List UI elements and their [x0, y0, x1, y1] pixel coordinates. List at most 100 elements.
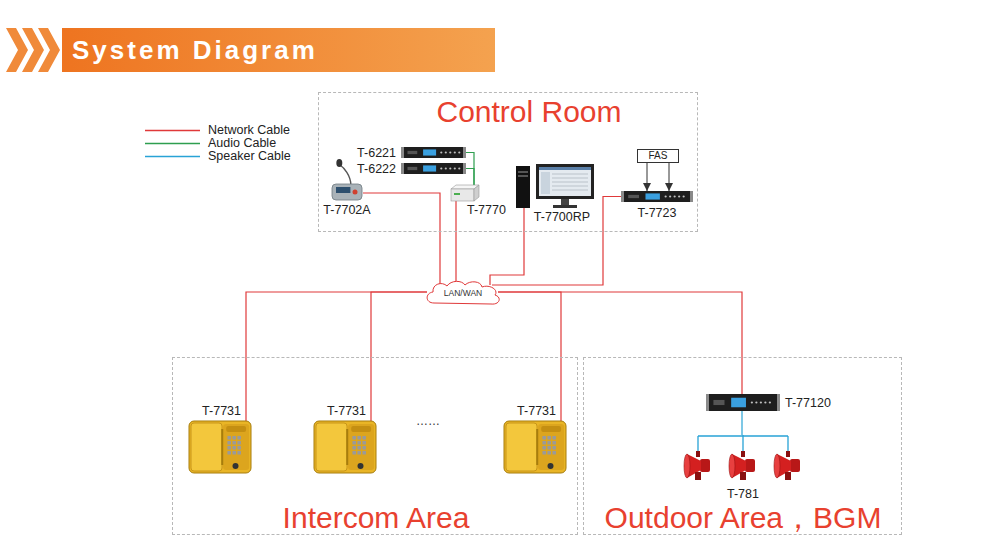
phone-key [357, 451, 361, 455]
phone-key [547, 446, 551, 450]
phone-key [352, 451, 356, 455]
legend-sample [145, 137, 201, 150]
phone-key [547, 436, 551, 440]
rack-ear [690, 191, 693, 202]
box-led [454, 193, 460, 195]
cable-line [492, 197, 621, 286]
phone-handset [351, 426, 371, 432]
rack-ear [463, 147, 466, 158]
rack-knob [751, 401, 753, 403]
rack-knob [760, 401, 762, 403]
device-picture [706, 394, 780, 411]
phone-key [357, 441, 361, 445]
rack-ear [706, 394, 709, 411]
node-label: T-781 [727, 487, 759, 501]
box-side [474, 185, 479, 201]
device-picture [401, 147, 466, 158]
legend-sample [145, 124, 201, 137]
phone-door [191, 423, 222, 471]
horn-bracket [786, 451, 790, 457]
legend-line [145, 130, 200, 131]
rack-slot [628, 195, 639, 198]
horn-driver [700, 459, 710, 472]
rack-body [401, 163, 466, 174]
box-front [451, 189, 474, 201]
phone-body [538, 424, 564, 470]
rack-device: T-6221 [401, 147, 466, 158]
device-picture [331, 159, 363, 201]
phone-key [237, 436, 241, 440]
rack-device: T-6222 [401, 163, 466, 174]
node-label: T-6221 [357, 145, 396, 159]
screen-row [552, 190, 588, 191]
node-label: LAN/WAN [444, 289, 482, 299]
legend-text: Audio Cable [208, 137, 276, 150]
cloud-outline [427, 281, 499, 304]
rack-knob [665, 195, 667, 197]
phone-hinge [536, 429, 538, 465]
rack-ear [777, 394, 780, 411]
phone-key [237, 446, 241, 450]
speaker-branch [698, 435, 788, 451]
phone-key [552, 441, 556, 445]
phone-key [232, 446, 236, 450]
phone-key [232, 441, 236, 445]
screen-row [552, 178, 588, 179]
screen-row [552, 174, 588, 175]
mic-gooseneck [340, 165, 351, 185]
phone-key [357, 436, 361, 440]
region-title: Outdoor Area，BGM [605, 501, 882, 536]
rack-body [621, 191, 693, 202]
legend-text: Network Cable [208, 124, 290, 137]
mic-button [353, 190, 358, 195]
rack-knob [674, 195, 676, 197]
title: System Diagram [62, 28, 495, 72]
rack-knob [454, 167, 456, 169]
rack-device: T-7723 [621, 191, 693, 202]
rack-knob [683, 195, 685, 197]
node-label: T-7731 [517, 404, 556, 418]
phone-hinge [346, 429, 348, 465]
legend-row: Audio Cable [145, 137, 291, 150]
node-label: T-7702A [323, 203, 370, 217]
device-picture [621, 191, 693, 202]
screen-bar [539, 167, 591, 170]
node-label: T-77120 [785, 395, 831, 409]
horn-foot [740, 472, 746, 480]
cable-line [466, 153, 474, 186]
signal-arrow [647, 163, 648, 191]
pc-drive [518, 171, 528, 173]
phone-key [352, 436, 356, 440]
screen-pane [541, 172, 550, 194]
pc-tower [516, 166, 530, 208]
legend: Network CableAudio CableSpeaker Cable [145, 124, 291, 163]
rack-body [706, 394, 780, 411]
phone-key [352, 446, 356, 450]
fas-box: FAS [637, 149, 679, 163]
rack-display [423, 149, 436, 155]
phone-hinge [221, 429, 223, 465]
device-picture [516, 164, 594, 208]
phone-key [227, 436, 231, 440]
node-label: T-7770 [467, 203, 506, 217]
node-label: T-7731 [202, 404, 241, 418]
phone-key [237, 441, 241, 445]
monitor-screen [539, 167, 591, 196]
rack-knob [454, 151, 456, 153]
legend-text: Speaker Cable [208, 150, 291, 163]
phone-key [552, 436, 556, 440]
node-label: T-7723 [638, 206, 677, 220]
phone-housing [189, 421, 251, 473]
mic-base [332, 184, 362, 200]
chevron [38, 28, 60, 72]
horn-mouth [774, 454, 780, 478]
phone-key [542, 436, 546, 440]
phone-key [542, 451, 546, 455]
rack-display [731, 398, 746, 408]
chevron [6, 28, 28, 72]
horn-bracket [741, 451, 745, 457]
device-picture [401, 163, 466, 174]
rack-knob [764, 401, 766, 403]
